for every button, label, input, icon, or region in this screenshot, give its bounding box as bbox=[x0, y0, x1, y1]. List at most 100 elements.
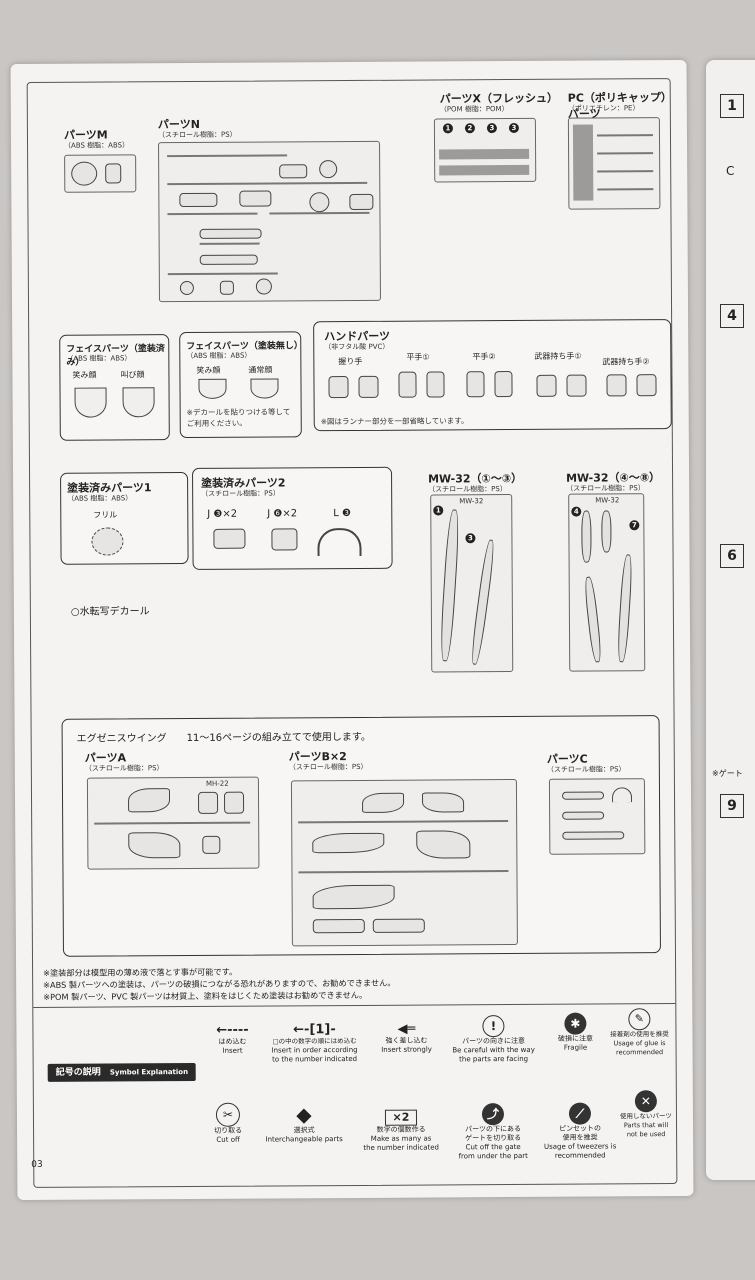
parts-x-material: （POM 樹脂：POM） bbox=[439, 105, 509, 114]
parts-n-material: （スチロール樹脂：PS） bbox=[157, 130, 237, 140]
sword-blade bbox=[583, 576, 603, 663]
runner-part bbox=[199, 254, 258, 265]
symbol-insert-order: ←-[1]- □の中の数字の順にはめ込む Insert in order acc… bbox=[269, 1022, 359, 1065]
next-page-edge: 1 4 6 9 ※ゲート C bbox=[706, 60, 755, 1180]
runner-bar bbox=[597, 152, 654, 155]
symbol-ja: ピンセットの 使用を推奨 bbox=[559, 1124, 602, 1142]
symbol-glue: ✎ 接着剤の使用を推奨 Usage of glue is recommended bbox=[607, 1008, 671, 1057]
symbol-en: Fragile bbox=[563, 1043, 588, 1052]
wing-part bbox=[611, 787, 633, 803]
symbol-ja: パーツの下にある ゲートを切り取る bbox=[465, 1124, 522, 1143]
wing-b-material: （スチロール樹脂：PS） bbox=[288, 762, 368, 772]
symbol-en: Insert in order according to the number … bbox=[271, 1045, 358, 1064]
symbol-careful: ! パーツの向きに注意 Be careful with the way the … bbox=[445, 1015, 541, 1065]
wing-header: エグゼニスウイング 11～16ページの組み立てで使用します。 bbox=[76, 731, 371, 745]
symbol-ja: 破損に注意 bbox=[557, 1034, 594, 1043]
hand-label: 握り手 bbox=[338, 356, 363, 367]
hand-part bbox=[606, 374, 627, 397]
runner-label: MH-22 bbox=[205, 779, 229, 788]
face-painted-box: フェイスパーツ（塗装済み） （ABS 樹脂：ABS） 笑み顔 叫び顔 bbox=[59, 334, 170, 441]
runner-part bbox=[179, 192, 218, 208]
parts-m-runner bbox=[64, 154, 137, 193]
hand-part bbox=[636, 374, 657, 397]
hand-part bbox=[398, 371, 417, 398]
painted2-part bbox=[271, 528, 298, 551]
symbol-en: Make as many as the number indicated bbox=[363, 1134, 440, 1152]
painted2-box: 塗装済みパーツ2 （スチロール樹脂：PS） J ❸×2 J ❻×2 L ❸ bbox=[192, 466, 393, 570]
runner-part bbox=[319, 160, 338, 179]
parts-m-material: （ABS 樹脂：ABS） bbox=[64, 141, 130, 150]
painted2-item: L ❸ bbox=[333, 508, 352, 520]
symbol-heading-ja: 記号の説明 bbox=[55, 1067, 101, 1078]
runner-part bbox=[219, 280, 234, 295]
decal-label: ○水転写デカール bbox=[70, 606, 150, 618]
symbol-gate-under: ⤴ パーツの下にある ゲートを切り取る Cut off the gate fro… bbox=[448, 1103, 538, 1162]
runner-bar bbox=[199, 242, 260, 245]
wing-part bbox=[312, 918, 365, 934]
symbol-en: Insert bbox=[222, 1046, 243, 1055]
face-part bbox=[74, 387, 107, 418]
right-page-note: ※ゲート bbox=[712, 769, 743, 778]
runner-bar bbox=[298, 820, 509, 824]
hand-label: 武器持ち手① bbox=[534, 351, 582, 361]
step-number: 1 bbox=[720, 94, 744, 118]
part-number: 1 bbox=[433, 505, 444, 516]
wing-part bbox=[127, 788, 171, 813]
runner-label: MW-32 bbox=[459, 497, 484, 506]
tweezers-icon: ⟋ bbox=[568, 1102, 592, 1125]
runner-part bbox=[199, 228, 262, 239]
face-unpainted-note: ※デカールを貼りつける等して ご利用ください。 bbox=[186, 407, 291, 429]
painted2-part bbox=[317, 527, 362, 557]
symbol-en: Interchangeable parts bbox=[265, 1135, 343, 1144]
glue-icon: ✎ bbox=[628, 1008, 651, 1031]
symbol-ja: 接着剤の使用を推奨 bbox=[610, 1030, 669, 1039]
wing-part bbox=[312, 884, 395, 910]
symbol-interchangeable: ◆ 選択式 Interchangeable parts bbox=[256, 1102, 352, 1145]
part-number: 2 bbox=[464, 123, 475, 134]
hand-part bbox=[328, 376, 349, 399]
unused-parts-icon: ✕ bbox=[634, 1090, 657, 1113]
symbol-insert: ←---- はめ込む Insert bbox=[199, 1023, 265, 1056]
gate-under-icon: ⤴ bbox=[481, 1103, 505, 1126]
symbol-cut-off: ✂ 切り取る Cut off bbox=[200, 1102, 256, 1145]
painted1-material: （ABS 樹脂：ABS） bbox=[67, 494, 133, 503]
runner-part bbox=[239, 190, 272, 207]
symbol-tweezers: ⟋ ピンセットの 使用を推奨 Usage of tweezers is reco… bbox=[542, 1102, 618, 1160]
runner-bar bbox=[596, 134, 653, 137]
wing-part bbox=[372, 918, 425, 933]
runner-part bbox=[71, 161, 98, 186]
hand-part bbox=[466, 371, 485, 398]
symbol-make-many: ×2 数字の個数作る Make as many as the number in… bbox=[358, 1109, 444, 1153]
mw32b-runner: MW-32 4 7 bbox=[568, 493, 646, 672]
hand-part bbox=[494, 371, 513, 398]
wing-part bbox=[416, 830, 471, 859]
hand-label: 平手① bbox=[406, 352, 430, 362]
face-label: 通常顔 bbox=[248, 365, 273, 375]
runner-part bbox=[105, 163, 122, 184]
wing-part bbox=[562, 831, 625, 840]
runner-bar bbox=[167, 181, 368, 186]
parts-pc-material: （ポリエチレン：PE） bbox=[567, 104, 640, 113]
instruction-page: パーツM （ABS 樹脂：ABS） パーツN （スチロール樹脂：PS） パーツX… bbox=[10, 59, 694, 1201]
part-number: 7 bbox=[629, 520, 640, 531]
part-number: 3 bbox=[465, 533, 476, 544]
painted1-box: 塗装済みパーツ1 （ABS 樹脂：ABS） フリル bbox=[60, 471, 189, 565]
runner-part bbox=[309, 192, 330, 213]
step-number: 9 bbox=[720, 794, 744, 818]
runner-part bbox=[349, 193, 374, 211]
symbol-en: Parts that will not be used bbox=[623, 1121, 669, 1139]
face-unpainted-material: （ABS 樹脂：ABS） bbox=[186, 351, 252, 361]
symbol-fragile: ✱ 破損に注意 Fragile bbox=[547, 1012, 603, 1052]
symbol-ja: 使用しないパーツ bbox=[620, 1112, 672, 1121]
hand-part bbox=[566, 374, 587, 397]
hand-parts-material: （非フタル酸 PVC） bbox=[324, 342, 390, 352]
hand-parts-box: ハンドパーツ （非フタル酸 PVC） 握り手 平手① 平手② 武器持ち手① 武器… bbox=[313, 319, 672, 432]
hand-part bbox=[536, 374, 557, 397]
hand-part bbox=[358, 375, 379, 398]
parts-x-runner: 1 2 3 3 bbox=[433, 117, 537, 183]
insert-order-icon: ←-[1]- bbox=[293, 1022, 336, 1038]
sword-blade bbox=[469, 539, 497, 666]
interchangeable-icon: ◆ bbox=[296, 1102, 312, 1127]
parts-n-runner bbox=[158, 140, 381, 303]
hand-part bbox=[426, 371, 445, 398]
